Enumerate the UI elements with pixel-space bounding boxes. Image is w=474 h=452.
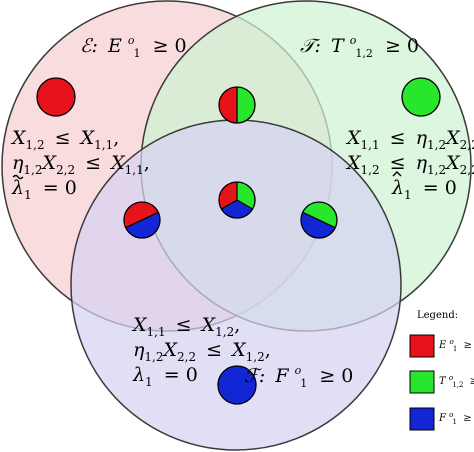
legend-swatch-red	[409, 334, 435, 358]
legend: Legend: E o 1 ≥ 0 T o 1,2 ≥ 0 F o 1 ≥ 0	[409, 310, 474, 431]
marker-e-t-f	[218, 181, 256, 219]
marker-f-only	[217, 365, 257, 405]
marker-t-f	[300, 201, 338, 239]
svg-text:λ1 = 0: λ1 = 0	[132, 364, 198, 391]
svg-text:X1,1 ≤ X1,2,: X1,1 ≤ X1,2,	[131, 314, 240, 341]
legend-title: Legend:	[417, 310, 458, 321]
svg-text:λ1 = 0: λ1 = 0	[11, 177, 77, 204]
marker-e-f	[123, 201, 161, 239]
svg-text:η1,2X2,2 ≤ X1,1,: η1,2X2,2 ≤ X1,1,	[12, 152, 150, 179]
svg-text:X1,2 ≤ η1,2X2,2,: X1,2 ≤ η1,2X2,2,	[345, 152, 474, 179]
marker-t-only	[401, 77, 441, 117]
set-e-constraints: X1,2 ≤ X1,1, η1,2X2,2 ≤ X1,1, λ1 = 0	[10, 127, 150, 204]
legend-label-t: T o 1,2 ≥ 0	[439, 372, 474, 390]
marker-e-t	[218, 86, 256, 124]
set-t-label: 𝒯: T o 1,2 ≥ 0	[300, 27, 419, 62]
set-f-constraints: X1,1 ≤ X1,2, η1,2X2,2 ≤ X1,2, λ1 = 0	[131, 314, 271, 391]
svg-text:X1,1 ≤ η1,2X2,2,: X1,1 ≤ η1,2X2,2,	[345, 127, 474, 154]
svg-text:η1,2X2,2 ≤ X1,2,: η1,2X2,2 ≤ X1,2,	[133, 339, 271, 366]
set-t-constraints: X1,1 ≤ η1,2X2,2, X1,2 ≤ η1,2X2,2, λ1 = 0	[345, 127, 474, 204]
svg-text:X1,2 ≤ X1,1,: X1,2 ≤ X1,1,	[10, 127, 119, 154]
set-e-label: ℰ: E o 1 ≥ 0	[80, 27, 187, 62]
legend-swatch-blue	[409, 407, 435, 431]
svg-text:λ1 = 0: λ1 = 0	[391, 177, 457, 204]
legend-swatch-green	[409, 370, 435, 394]
legend-label-f: F o 1 ≥ 0	[438, 409, 474, 427]
set-f-label: ℱ: F o 1 ≥ 0	[244, 357, 353, 392]
legend-label-e: E o 1 ≥ 0	[438, 336, 474, 354]
marker-e-only	[36, 77, 76, 117]
